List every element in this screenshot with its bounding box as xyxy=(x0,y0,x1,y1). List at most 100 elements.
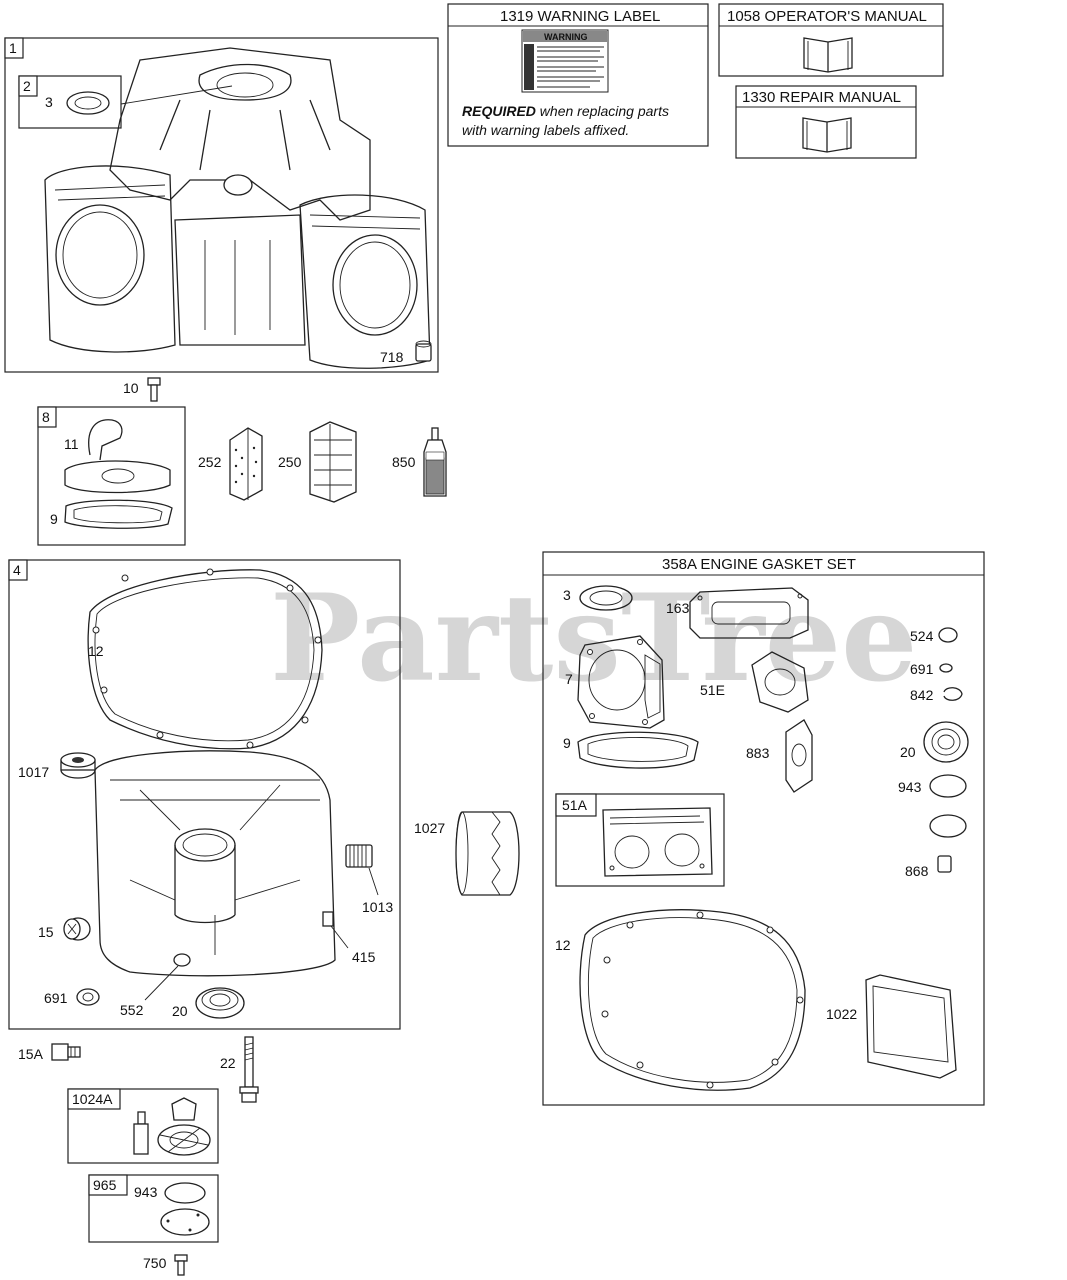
callout-10: 10 xyxy=(123,380,139,396)
gasket-callout-3: 3 xyxy=(563,587,571,603)
governor-gear xyxy=(60,752,96,779)
callout-415: 415 xyxy=(352,949,376,965)
group-gasket-set: 358A ENGINE GASKET SET 3 163 524 7 691 8… xyxy=(542,551,985,1106)
retainer-ring-842 xyxy=(943,687,963,701)
cylinder-block-drawing xyxy=(44,47,431,369)
gasket-callout-9: 9 xyxy=(563,735,571,751)
callout-552: 552 xyxy=(120,1002,144,1018)
o-ring-943b xyxy=(929,774,967,798)
crankcase-gasket xyxy=(87,569,323,750)
gasket-callout-842: 842 xyxy=(910,687,934,703)
callout-12: 12 xyxy=(88,643,104,659)
seal-3 xyxy=(579,585,633,611)
intake-gasket-51a xyxy=(602,807,713,877)
warning-label-frame xyxy=(447,3,709,147)
dowel-pin xyxy=(415,343,432,362)
operators-manual-title: 1058 OPERATOR'S MANUAL xyxy=(727,8,927,25)
group-oil-pump: 1024A xyxy=(67,1088,219,1164)
box-4-label: 4 xyxy=(13,562,21,578)
gasket-set-title: 358A ENGINE GASKET SET xyxy=(662,556,856,573)
group-breather: 8 11 9 xyxy=(37,406,186,546)
fitting-868 xyxy=(937,855,952,873)
gasket-callout-524: 524 xyxy=(910,628,934,644)
bolt-10 xyxy=(147,377,161,402)
valve-cover-strip-252 xyxy=(229,427,263,501)
oil-pump-drawing xyxy=(133,1097,211,1156)
o-ring-943 xyxy=(164,1182,206,1204)
callout-252: 252 xyxy=(198,454,222,470)
crankcase-gasket-12b xyxy=(579,909,806,1091)
breather-cover xyxy=(64,460,171,494)
plug-552 xyxy=(144,953,191,1001)
repair-manual-panel: 1330 REPAIR MANUAL xyxy=(735,85,917,159)
box-1-frame xyxy=(4,37,439,373)
drain-plug-15a xyxy=(51,1043,81,1061)
callout-1017: 1017 xyxy=(18,764,49,780)
callout-943: 943 xyxy=(134,1184,158,1200)
gasket-callout-943: 943 xyxy=(898,779,922,795)
oil-seal-20b xyxy=(923,721,969,763)
gasket-callout-20: 20 xyxy=(900,744,916,760)
box-965-label: 965 xyxy=(93,1177,117,1193)
callout-15a: 15A xyxy=(18,1046,44,1062)
gasket-9 xyxy=(577,731,699,769)
callout-850: 850 xyxy=(392,454,416,470)
group-crankcase-cover: 4 12 1017 1013 15 xyxy=(8,559,401,1030)
box-1-tag xyxy=(4,37,24,59)
plug-415 xyxy=(322,911,349,949)
callout-20: 20 xyxy=(172,1003,188,1019)
oil-fill-plug xyxy=(63,917,91,941)
screw-750 xyxy=(174,1254,188,1276)
box-4-frame xyxy=(8,559,401,1030)
operators-manual-panel: 1058 OPERATOR'S MANUAL xyxy=(718,3,944,77)
callout-691: 691 xyxy=(44,990,68,1006)
gasket-callout-51e: 51E xyxy=(700,682,725,698)
box-1024a-label: 1024A xyxy=(72,1091,113,1107)
breather-gasket xyxy=(64,499,173,529)
group-cylinder-block: 1 2 3 718 xyxy=(4,37,439,373)
oil-filter-1027 xyxy=(455,811,520,896)
gasket-callout-12: 12 xyxy=(555,937,571,953)
seal-ring xyxy=(66,91,110,115)
box-4-tag xyxy=(8,559,28,581)
box-8-label: 8 xyxy=(42,409,50,425)
washer-691b xyxy=(939,663,953,673)
warning-sticker-icon: WARNING xyxy=(521,29,609,93)
gasket-163 xyxy=(689,587,809,639)
callout-22: 22 xyxy=(220,1055,236,1071)
watermark: PartsTree xyxy=(270,568,917,709)
callout-750: 750 xyxy=(143,1255,167,1271)
gasket-1022 xyxy=(865,974,957,1079)
gasket-callout-883: 883 xyxy=(746,745,770,761)
box-51a-label: 51A xyxy=(562,797,588,813)
warning-required-line2: with warning labels affixed. xyxy=(462,122,629,138)
sealant-tube-icon xyxy=(423,427,447,497)
box-1-label: 1 xyxy=(9,40,17,56)
bolt-22 xyxy=(239,1036,259,1103)
box-2-label: 2 xyxy=(23,78,31,94)
washer-691 xyxy=(76,988,100,1006)
box-8-tag xyxy=(37,406,57,428)
gasket-callout-1022: 1022 xyxy=(826,1006,857,1022)
gasket-51e xyxy=(751,651,809,713)
gasket-sheet-250 xyxy=(309,421,357,503)
gasket-callout-868: 868 xyxy=(905,863,929,879)
callout-15: 15 xyxy=(38,924,54,940)
callout-9: 9 xyxy=(50,511,58,527)
svg-text:WARNING: WARNING xyxy=(544,32,588,42)
o-ring-second xyxy=(929,814,967,838)
warning-required-text: REQUIRED when replacing parts xyxy=(462,103,669,119)
box-8-frame xyxy=(37,406,186,546)
warning-label-title: 1319 WARNING LABEL xyxy=(500,8,660,25)
gasket-callout-691: 691 xyxy=(910,661,934,677)
gasket-callout-163: 163 xyxy=(666,600,690,616)
callout-3: 3 xyxy=(45,94,53,110)
gasket-callout-7: 7 xyxy=(565,671,573,687)
callout-1013: 1013 xyxy=(362,899,393,915)
gasket-set-frame xyxy=(542,551,985,1106)
head-gasket-7 xyxy=(577,635,665,729)
breather-tube xyxy=(88,419,123,461)
warning-label-panel: 1319 WARNING LABEL WARNING REQUIRED when… xyxy=(447,3,709,147)
repair-manual-title: 1330 REPAIR MANUAL xyxy=(742,89,901,106)
